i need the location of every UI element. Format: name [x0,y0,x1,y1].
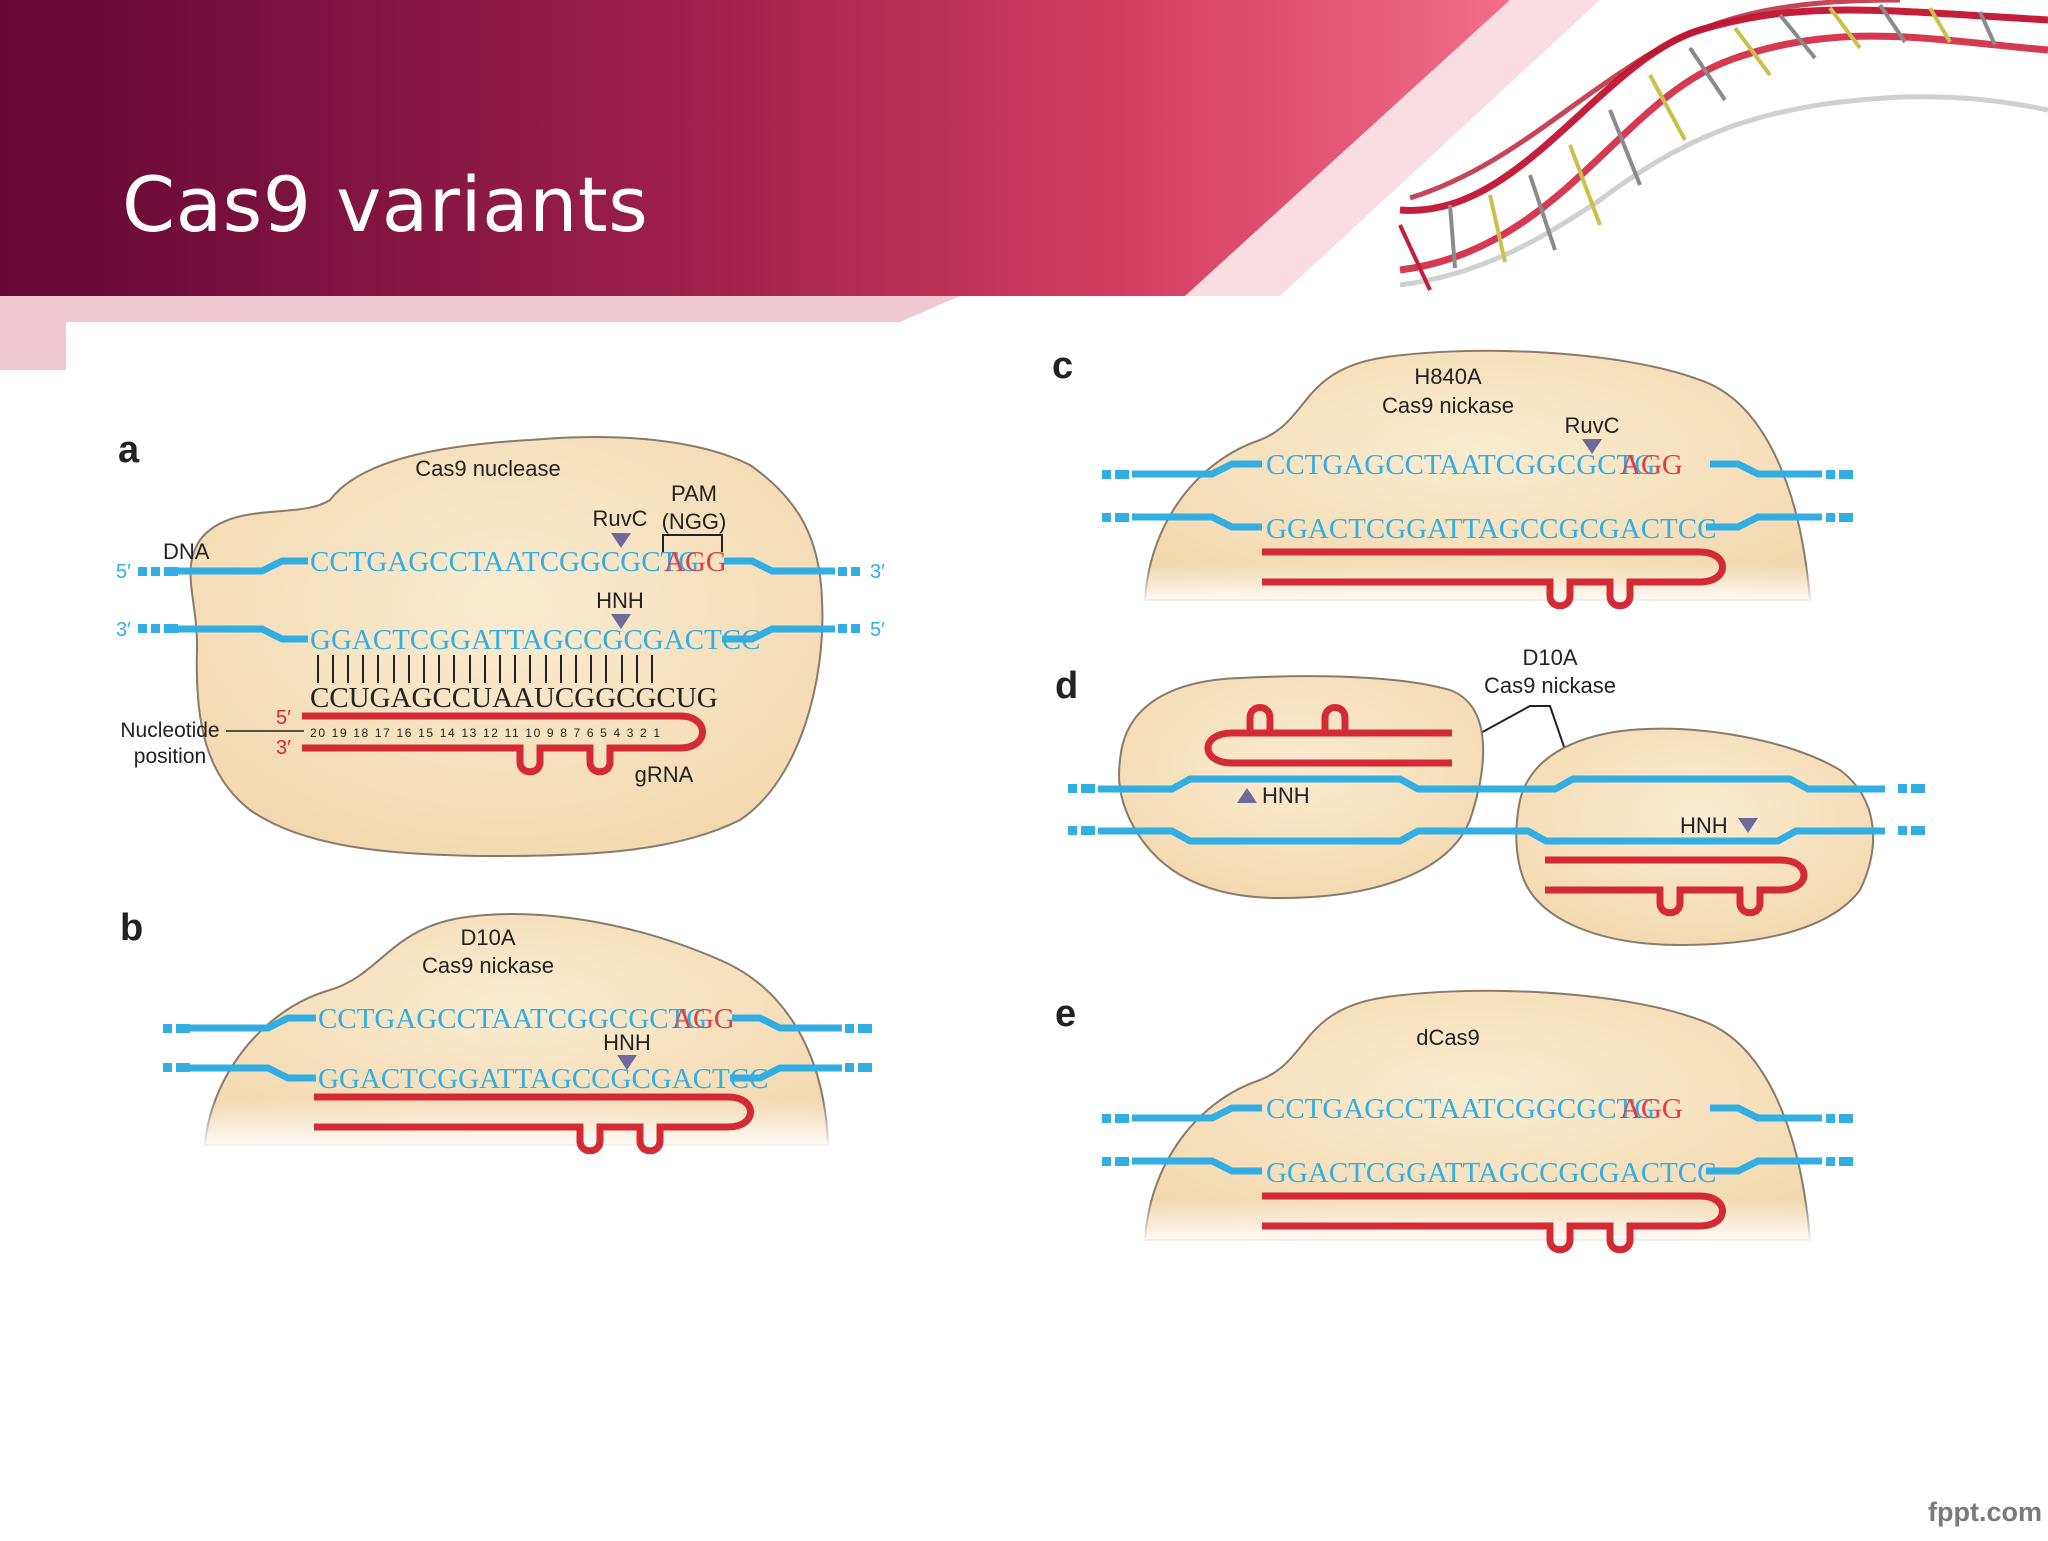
panel-d: d D10A Cas9 nickase HNH HNH [1055,645,1925,947]
dna-top-strand: CCTGAGCCTAATCGGCGCTG AGG [163,1003,872,1035]
cas9-nuclease-label: Cas9 nuclease [415,456,561,481]
hnh-cleavage-marker-icon [617,1055,637,1070]
h840a-nickase-protein [1143,349,1812,601]
panel-b-letter: b [120,907,143,949]
dna-top-strand: 5′ CCTGAGCCTAATCGGCGCTG AGG 3′ [116,546,885,583]
dcas9-label: dCas9 [1416,1025,1480,1050]
dna-top-strand [1068,775,1925,793]
pam-sequence: AGG [1620,449,1683,481]
panel-e: e dCas9 CCTGAGCCTAATCGGCGCTG AGG GGACTCG… [1055,989,1853,1254]
header-banner [0,0,2048,370]
dna-bottom-strand: GGACTCGGATTAGCCGCGACTCC [163,1063,872,1095]
hnh-cleavage-marker-icon [611,614,631,629]
nucleotide-label-line1: Nucleotide [120,719,219,742]
cas9-nickase-label: Cas9 nickase [1382,393,1514,418]
grna-strand [314,1093,754,1155]
grna-label: gRNA [635,762,694,787]
grna-strand [1262,1192,1726,1254]
pam-sequence: AGG [1620,1093,1683,1125]
ruvc-label: RuvC [1564,413,1619,438]
pam-label: PAM [671,481,717,506]
panel-a: a Cas9 nuclease PAM (NGG) RuvC HNH DNA 5… [116,429,885,858]
d10a-label: D10A [1522,645,1577,670]
hnh-right-label: HNH [1680,813,1728,838]
top-5-prime: 5′ [116,561,131,583]
base-pair-ticks [317,655,653,683]
grna-strand [302,712,706,776]
hnh-label: HNH [596,588,644,613]
slide-title: Cas9 variants [122,160,649,249]
hnh-left-marker-icon [1237,788,1257,803]
top-strand-sequence: CCTGAGCCTAATCGGCGCTG [318,1003,707,1035]
grna-strand [1262,548,1726,610]
grna-sequence: CCUGAGCCUAAUCGGCGCUG [310,682,718,714]
pam-motif-label: (NGG) [662,509,727,534]
nucleotide-positions: 20 19 18 17 16 15 14 13 12 11 10 9 8 7 6… [310,726,660,740]
dcas9-protein [1143,989,1812,1241]
ruvc-cleavage-marker-icon [611,533,631,548]
bottom-strand-sequence: GGACTCGGATTAGCCGCGACTCC [1266,513,1716,545]
panel-c: c H840A Cas9 nickase RuvC CCTGAGCCTAATCG… [1052,345,1853,610]
top-strand-sequence: CCTGAGCCTAATCGGCGCTG [1266,1093,1655,1125]
top-3-prime: 3′ [870,561,885,583]
ruvc-cleavage-marker-icon [1582,439,1602,454]
ruvc-label: RuvC [592,506,647,531]
grna-3-prime: 3′ [276,737,291,759]
bottom-3-prime: 3′ [116,619,131,641]
h840a-label: H840A [1414,364,1482,389]
top-strand-sequence: CCTGAGCCTAATCGGCGCTG [1266,449,1655,481]
panel-c-letter: c [1052,345,1073,387]
left-grna-strand [1204,704,1452,767]
top-strand-sequence: CCTGAGCCTAATCGGCGCTG [310,546,699,578]
d10a-nickase-protein [203,913,830,1146]
dna-top-strand: CCTGAGCCTAATCGGCGCTG AGG [1102,1093,1853,1125]
hnh-right-marker-icon [1738,818,1758,833]
panel-d-letter: d [1055,665,1078,707]
panel-b: b D10A Cas9 nickase CCTGAGCCTAATCGGCGCTG… [120,907,872,1155]
cas9-nickase-label: Cas9 nickase [422,953,554,978]
dna-bottom-strand [1068,826,1925,845]
bottom-5-prime: 5′ [870,619,885,641]
panel-e-letter: e [1055,993,1076,1035]
dna-label: DNA [163,539,210,564]
pam-sequence: AGG [664,546,727,578]
dna-helix-icon [1398,0,2048,291]
dna-bottom-strand: GGACTCGGATTAGCCGCGACTCC [1102,1157,1853,1189]
dna-bottom-strand: 3′ GGACTCGGATTAGCCGCGACTCC 5′ [116,619,885,656]
panel-a-letter: a [118,429,140,471]
right-grna-strand [1545,856,1808,917]
pam-sequence: AGG [672,1003,735,1035]
dna-top-strand: CCTGAGCCTAATCGGCGCTG AGG [1102,449,1853,481]
pam-bracket [662,534,723,552]
bottom-strand-sequence: GGACTCGGATTAGCCGCGACTCC [1266,1157,1716,1189]
bottom-strand-sequence: GGACTCGGATTAGCCGCGACTCC [310,624,760,656]
bottom-strand-sequence: GGACTCGGATTAGCCGCGACTCC [318,1063,768,1095]
grna-5-prime: 5′ [276,707,291,729]
hnh-left-label: HNH [1262,783,1310,808]
d10a-label: D10A [460,925,515,950]
nickase-pointer-lines [1476,705,1573,771]
footer-brand: fppt.com [1928,1497,2042,1527]
cas9-nickase-label: Cas9 nickase [1484,673,1616,698]
hnh-label: HNH [603,1030,651,1055]
nucleotide-label-line2: position [134,745,206,768]
dna-bottom-strand: GGACTCGGATTAGCCGCGACTCC [1102,513,1853,545]
